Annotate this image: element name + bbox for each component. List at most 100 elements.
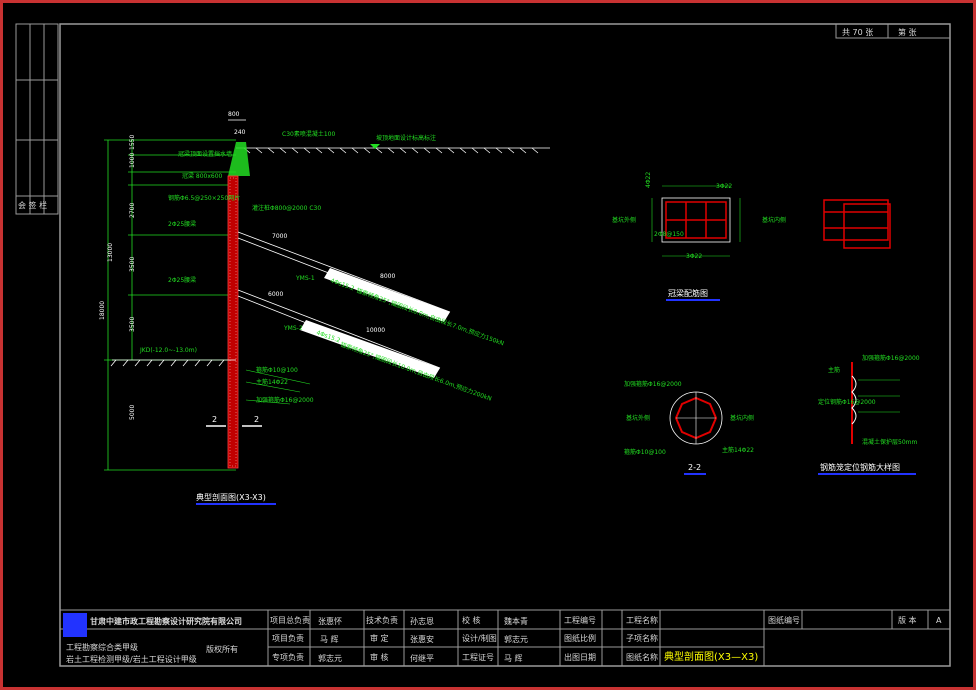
dim-left-7: 18000	[99, 301, 106, 320]
row2-name1: 马 辉	[320, 635, 339, 644]
qualification-1: 工程勘察综合类甲级	[66, 642, 138, 652]
pile-sec-label-5: 基坑内侧	[730, 414, 754, 422]
drawing-no-label: 图纸编号	[768, 615, 800, 625]
pile-body	[227, 175, 239, 469]
row1-name2: 孙志恩	[410, 616, 434, 626]
note-1: 冠梁顶面设置挡水墙	[178, 150, 232, 158]
meta-label-3: 出图日期	[564, 652, 596, 662]
locator-label-3: 定位钢筋Φ16@2000	[818, 398, 876, 406]
anchor1-free: 7000	[272, 233, 287, 240]
beam-dim-2: 3Φ22	[686, 253, 702, 260]
locator-detail: 主筋 加强箍筋Φ16@2000 定位钢筋Φ16@2000 混凝土保护层50mm …	[818, 354, 920, 475]
excavation-floor	[110, 359, 236, 367]
note-2: 冠梁 800x600	[182, 172, 223, 180]
ground-marker	[370, 144, 380, 149]
locator-label-2: 加强箍筋Φ16@2000	[862, 354, 920, 362]
rebar-cage-detail	[823, 199, 891, 249]
note-4: 灌注桩Φ800@2000 C30	[252, 204, 321, 212]
pile-sec-label-2: 箍筋Φ10@100	[624, 448, 666, 456]
cap-beam-wedge	[228, 142, 250, 176]
ground-note: 坡顶地面设计标高标注	[376, 134, 436, 142]
left-signoff-label: 会 签 栏	[18, 200, 47, 210]
ground-surface-top	[236, 147, 550, 154]
pile-sec-label-3: 主筋14Φ22	[722, 446, 754, 454]
dim-left-3: 2700	[129, 203, 136, 218]
beam-dim-1: 3Φ22	[716, 183, 732, 190]
note-9: 箍筋Φ10@100	[256, 366, 298, 374]
anchor2-bond: 10000	[366, 327, 385, 334]
anchor1-id: YMS-1	[295, 275, 315, 282]
pile-rebar	[229, 177, 237, 467]
row2-role2: 审 定	[370, 633, 389, 643]
copyright: 版权所有	[206, 644, 238, 654]
cut-mark-right: 2	[254, 415, 259, 424]
row3-role2: 审 核	[370, 652, 389, 662]
beam-title: 冠梁配筋图	[668, 288, 708, 298]
pile-section-22: 加强箍筋Φ16@2000 箍筋Φ10@100 主筋14Φ22 基坑外侧 基坑内侧…	[624, 380, 754, 475]
top-dim-1: 800	[228, 111, 240, 118]
locator-label-4: 混凝土保护层50mm	[862, 438, 917, 446]
beam-dim-4: 4Φ22	[645, 172, 652, 188]
version-label: 版 本	[898, 615, 917, 625]
drawing-name: 典型剖面图(X3—X3)	[664, 650, 758, 663]
pile-sec-label-4: 基坑外侧	[626, 414, 650, 422]
project-label-1: 工程名称	[626, 615, 658, 625]
total-sheets: 共 70 张	[842, 28, 873, 37]
row1-role1: 项目总负责	[270, 615, 310, 625]
locator-title: 钢筋笼定位钢筋大样图	[820, 462, 900, 472]
row1-role3: 校 核	[462, 615, 481, 625]
note-3: 钢筋Φ6.5@250×250网片	[168, 194, 240, 202]
dim-left-8: 5000	[129, 405, 136, 420]
pile-sec-label-1: 加强箍筋Φ16@2000	[624, 380, 682, 388]
dim-left-5: 3500	[129, 317, 136, 332]
dim-left-2: 1000	[129, 153, 136, 168]
row2-role1: 项目负责	[272, 633, 304, 643]
row3-name1: 郭志元	[318, 653, 342, 663]
anchor1-bond: 8000	[380, 273, 395, 280]
beam-side-left: 基坑外侧	[612, 216, 636, 224]
company-name: 甘肃中建市政工程勘察设计研究院有限公司	[90, 616, 242, 626]
dim-left-6: 13000	[107, 243, 114, 262]
row3-name2: 何继平	[410, 653, 434, 663]
cut-mark-left: 2	[212, 415, 217, 424]
row2-name2: 张惠安	[410, 634, 434, 644]
note-7: 加强箍筋Φ16@2000	[256, 396, 314, 404]
beam-dim-3: 2Φ8@150	[654, 231, 684, 238]
project-label-2: 子项名称	[626, 633, 658, 643]
locator-label-1: 主筋	[828, 366, 840, 374]
beam-side-right: 基坑内侧	[762, 216, 786, 224]
row2-name3: 郭志元	[504, 634, 528, 644]
dim-left-1: 1550	[129, 135, 136, 150]
row1-name1: 张惠怀	[318, 616, 342, 626]
pile-sec-title: 2-2	[688, 463, 701, 472]
title-block	[59, 609, 951, 667]
row3-name3: 马 辉	[504, 654, 523, 663]
section-title: 典型剖面图(X3-X3)	[196, 492, 266, 502]
sheet-number: 第 张	[898, 27, 917, 37]
row3-role3: 工程证号	[462, 653, 494, 662]
note-5: 2Φ25腰梁	[168, 220, 196, 228]
main-section: 1550 1000 2700 3500 3500 13000 18000 500…	[99, 111, 550, 505]
dim-left-4: 3500	[129, 257, 136, 272]
meta-label-1: 工程编号	[564, 615, 596, 625]
version-value: A	[936, 616, 942, 625]
row3-role1: 专项负责	[272, 652, 304, 662]
row1-name3: 魏本青	[504, 616, 528, 626]
company-logo	[63, 613, 87, 637]
top-note: C30素喷混凝土100	[282, 130, 335, 138]
sheet-counter	[835, 23, 951, 39]
anchor1-note: 锚索倾角25°,锚固段长8.0m,自由段长7.0m,预应力150kN	[355, 286, 505, 347]
inner-border	[59, 23, 951, 667]
top-dim-2: 240	[234, 129, 246, 136]
row2-role3: 设计/制图	[462, 633, 497, 643]
kjd-label: JKD(-12.0~-13.0m)	[139, 347, 197, 354]
note-6: 2Φ25腰梁	[168, 276, 196, 284]
note-8: 主筋14Φ22	[256, 378, 288, 386]
meta-label-2: 图纸比例	[564, 633, 596, 643]
anchor2-note: 锚索倾角25°,锚固段长10.0m,自由段长6.0m,预应力200kN	[339, 340, 492, 402]
beam-detail: 3Φ22 3Φ22 2Φ8@150 4Φ22 基坑外侧 基坑内侧 冠梁配筋图	[612, 172, 786, 301]
left-signoff-strip	[15, 23, 59, 215]
vertical-dimensions	[104, 139, 236, 471]
